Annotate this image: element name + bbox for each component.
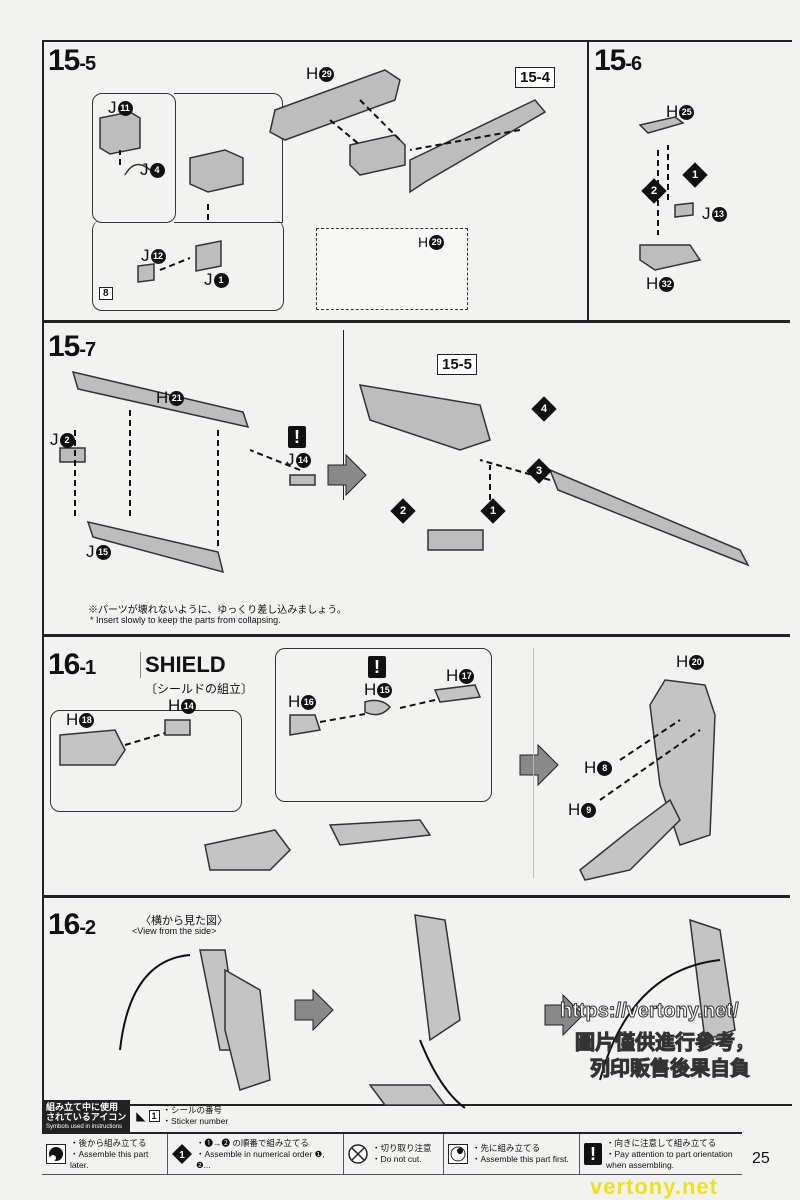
order-4-icon: 4	[531, 396, 557, 422]
sticker-icon: ◣	[136, 1109, 146, 1123]
assemble-later-icon	[46, 1144, 66, 1164]
sticker-legend-jp: ・シールの番号	[162, 1105, 223, 1115]
divider	[533, 648, 534, 878]
watermark-brand: vertony.net	[590, 1174, 718, 1199]
inset-box	[92, 220, 284, 311]
icon-legend-header: 組み立て中に使用 されているアイコン Symbols used in instr…	[42, 1100, 372, 1132]
sticker-legend-en: ・Sticker number	[162, 1116, 229, 1126]
order-3-icon: 3	[526, 458, 552, 484]
view-side-jp: 〈横から見た図〉	[140, 915, 228, 927]
divider	[587, 40, 589, 322]
next-arrow-icon	[327, 453, 367, 497]
watermark-url: https://vertony.net/	[560, 1000, 740, 1023]
step-15-5: 15-5	[48, 44, 96, 77]
order-1-icon: 1	[682, 162, 708, 188]
orientation-warning-icon: !	[584, 1143, 602, 1165]
step-16-2: 16-2	[48, 908, 96, 941]
insert-note-en: * Insert slowly to keep the parts from c…	[90, 615, 281, 625]
legend-assemble-later: ・後から組み立てる・Assemble this part later.	[42, 1134, 168, 1174]
orientation-warning-icon: !	[368, 656, 386, 678]
order-2-icon: 2	[390, 498, 416, 524]
legend-title-en: Symbols used in instructions	[46, 1124, 123, 1130]
order-icon: 1	[172, 1144, 192, 1164]
step-16-1: 16-1	[48, 648, 96, 681]
ref-step-15-5: 15-5	[437, 354, 478, 375]
order-1-icon: 1	[480, 498, 506, 524]
icon-legend: ・後から組み立てる・Assemble this part later. 1 ・❶…	[42, 1132, 742, 1175]
shield-subtitle: 〔シールドの組立〕	[145, 682, 254, 696]
divider	[343, 330, 344, 500]
legend-assemble-first: ・先に組み立てる・Assemble this part first.	[444, 1134, 580, 1174]
sticker-number-sample: 1	[148, 1110, 160, 1122]
assembly-illustration-15	[59, 69, 750, 574]
svg-text:1: 1	[179, 1150, 185, 1161]
legend-orientation: ! ・向きに注意して組み立てる・Pay attention to part or…	[580, 1134, 742, 1174]
insert-note-jp: ※パーツが壊れないように、ゆっくり差し込みましょう。	[88, 605, 347, 616]
step-15-6: 15-6	[594, 44, 642, 77]
sticker-number: 8	[99, 287, 113, 300]
divider	[42, 320, 790, 323]
inset-h18	[50, 710, 242, 812]
orientation-warning-icon: !	[288, 426, 306, 448]
inset-j11	[92, 93, 176, 223]
watermark-line1: 圖片僅供進行參考，	[575, 1032, 756, 1055]
legend-title-jp2: されているアイコン	[46, 1112, 127, 1122]
legend-do-not-cut: ・切り取り注意・Do not cut.	[344, 1134, 444, 1174]
assemble-first-icon	[448, 1144, 468, 1164]
inset-h15	[275, 648, 492, 802]
legend-numerical-order: 1 ・❶→❷ の順番で組み立てる・Assemble in numerical o…	[168, 1134, 344, 1174]
do-not-cut-icon	[348, 1144, 368, 1164]
order-2-icon: 2	[641, 178, 667, 204]
divider	[42, 634, 790, 637]
step-15-7: 15-7	[48, 330, 96, 363]
ref-step-15-4: 15-4	[515, 67, 556, 88]
shield-title: SHIELD	[140, 652, 226, 678]
legend-title-jp1: 組み立て中に使用	[46, 1102, 119, 1112]
page-number: 25	[752, 1150, 770, 1167]
watermark-line2: 列印販售後果自負	[590, 1058, 751, 1081]
assembly-illustration-16	[59, 679, 736, 1109]
divider	[42, 895, 790, 898]
view-side-en: <View from the side>	[132, 926, 217, 936]
inset-box	[174, 93, 283, 223]
